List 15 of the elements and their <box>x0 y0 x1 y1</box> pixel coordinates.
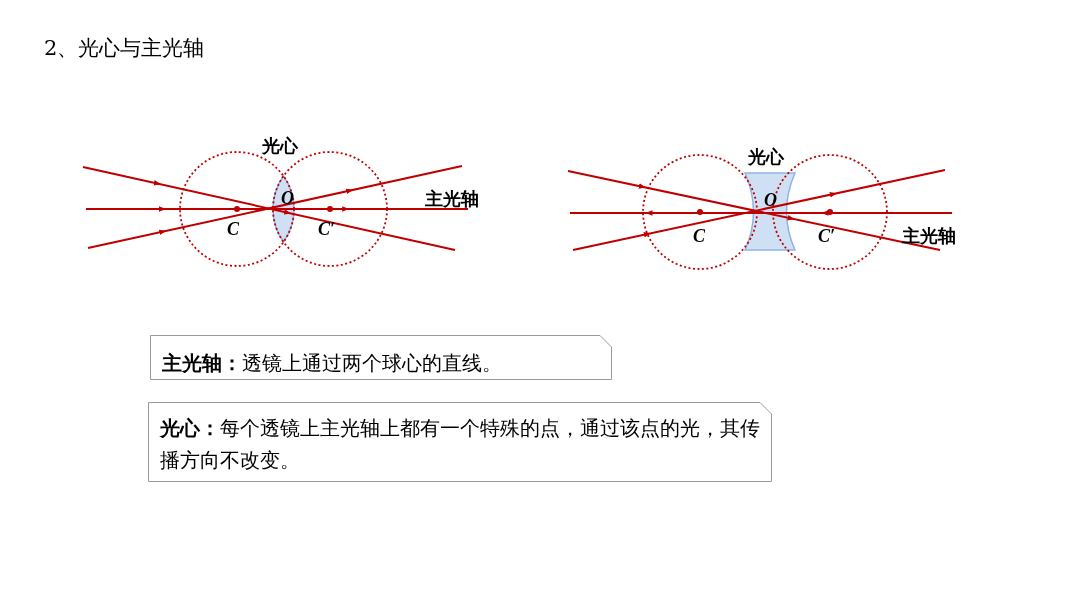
note-text: 主光轴：透镜上通过两个球心的直线。 <box>162 350 503 377</box>
note-box <box>148 402 772 482</box>
point-label: O <box>281 188 294 208</box>
point-label: C′ <box>318 219 336 239</box>
point-label: C <box>693 226 705 246</box>
axis-label: 主光轴 <box>425 189 479 209</box>
point-label: C′ <box>818 226 836 246</box>
lens-label: 光心 <box>262 136 298 156</box>
title: 2、光心与主光轴 <box>44 35 205 62</box>
point-label: C <box>227 219 239 239</box>
lens-label: 光心 <box>748 147 784 167</box>
note-text: 光心：每个透镜上主光轴上都有一个特殊的点，通过该点的光，其传播方向不改变。 <box>160 415 760 474</box>
note-box <box>150 335 612 380</box>
point-label: O <box>764 190 777 210</box>
axis-label: 主光轴 <box>902 226 956 246</box>
